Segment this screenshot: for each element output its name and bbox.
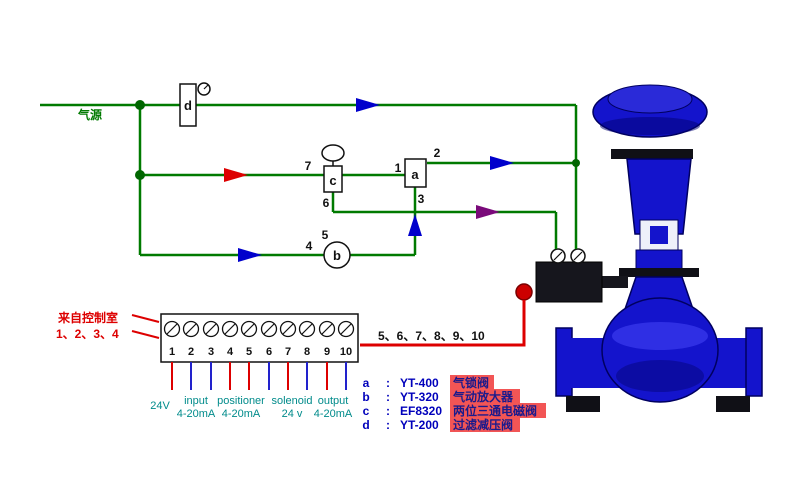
terminal-wire-stubs — [171, 362, 347, 390]
signal-cable-red — [360, 300, 526, 347]
legend-colon: : — [386, 376, 390, 390]
lead-line — [131, 314, 160, 323]
terminal-number: 9 — [324, 346, 330, 358]
terminal-block: 1 2 3 4 5 6 7 8 9 10 — [160, 313, 359, 363]
legend-colon: : — [386, 418, 390, 432]
flow-arrow-up-icon — [408, 214, 422, 236]
from-control-room-label: 来自控制室 1、2、3、4 — [56, 310, 160, 341]
component-b-air-booster: b — [323, 241, 351, 269]
air-piping-lines — [40, 103, 578, 257]
valve-body — [555, 297, 763, 403]
component-a-letter: a — [411, 167, 419, 182]
positioner-box — [515, 261, 628, 303]
pipe-junction-dot — [135, 100, 145, 110]
label-input-range: 4-20mA — [177, 408, 216, 420]
legend-name-d: 过滤减压阀 — [453, 417, 513, 432]
terminal-number: 3 — [208, 346, 214, 358]
label-positioner: positioner — [217, 395, 265, 407]
label-solenoid: solenoid — [272, 395, 313, 407]
legend-letter-b: b — [362, 390, 369, 404]
port-label-1: 1 — [395, 161, 402, 175]
terminal-number: 10 — [340, 346, 352, 358]
terminal-number: 7 — [285, 346, 291, 358]
label-24v: 24V — [150, 400, 170, 412]
legend-model-a: YT-400 — [400, 376, 439, 390]
component-b-letter: b — [333, 248, 341, 263]
cable-wire-numbers: 5、6、7、8、9、10 — [378, 329, 485, 343]
port-label-6: 6 — [323, 196, 330, 210]
legend-colon: : — [386, 390, 390, 404]
legend-highlight — [450, 403, 546, 418]
terminal-number: 2 — [188, 346, 194, 358]
component-a-airlock-valve: a — [404, 158, 427, 188]
flow-arrow-right-icon — [490, 156, 514, 170]
legend-name-b: 气动放大器 — [452, 389, 514, 404]
terminal-group-labels: 24V input 4-20mA positioner 4-20mA solen… — [150, 395, 353, 420]
pressure-gauge-right — [570, 248, 586, 264]
legend-letter-d: d — [362, 418, 369, 432]
label-positioner-range: 4-20mA — [222, 408, 261, 420]
pipe-junction-dot — [572, 159, 580, 167]
terminal-number: 4 — [227, 346, 234, 358]
bonnet-flange-bar — [619, 268, 699, 277]
flow-arrow-right-red-icon — [224, 168, 248, 182]
legend-highlight — [450, 375, 494, 390]
cable-gland-knob — [515, 283, 533, 301]
terminal-number: 6 — [266, 346, 272, 358]
legend-letter-a: a — [363, 376, 370, 390]
lead-line — [131, 330, 160, 339]
component-c-letter: c — [329, 173, 336, 188]
left-flange — [555, 327, 573, 397]
component-d-filter-regulator: d — [179, 82, 211, 127]
flow-arrow-right-purple-icon — [476, 205, 500, 219]
right-flange — [745, 327, 763, 397]
pipe-junction-dot — [135, 170, 145, 180]
actuator-dome — [592, 84, 708, 138]
port-label-5: 5 — [322, 228, 329, 242]
legend-highlight — [450, 417, 520, 432]
terminal-number: 8 — [304, 346, 310, 358]
port-label-4: 4 — [306, 239, 313, 253]
legend-colon: : — [386, 404, 390, 418]
legend-model-c: EF8320 — [400, 404, 442, 418]
valve-foot-right — [716, 396, 750, 412]
terminal-number: 1 — [169, 346, 175, 358]
valve-foot-left — [566, 396, 600, 412]
label-solenoid-voltage: 24 v — [282, 408, 303, 420]
legend: a : YT-400 气锁阀 b : YT-320 气动放大器 c : EF83… — [362, 375, 546, 432]
label-output-range: 4-20mA — [314, 408, 353, 420]
port-label-2: 2 — [434, 146, 441, 160]
port-label-7: 7 — [305, 159, 312, 173]
port-label-3: 3 — [418, 192, 425, 206]
flow-arrow-right-icon — [238, 248, 262, 262]
actuator-flange-bar — [611, 149, 693, 159]
solenoid-coil — [321, 144, 345, 162]
pipe-to-gauge-left — [331, 192, 558, 249]
stem-coupling — [650, 226, 668, 244]
control-room-wire-numbers: 1、2、3、4 — [56, 327, 119, 341]
control-valve — [515, 84, 763, 412]
label-output: output — [318, 395, 349, 407]
component-c-solenoid-valve: c — [321, 144, 345, 193]
label-input: input — [184, 395, 208, 407]
air-source-label: 气源 — [77, 107, 102, 122]
legend-highlight — [450, 389, 520, 404]
terminal-number: 5 — [246, 346, 252, 358]
from-control-room-text: 来自控制室 — [57, 310, 118, 325]
flow-arrow-right-icon — [356, 98, 380, 112]
component-d-letter: d — [184, 98, 192, 113]
legend-letter-c: c — [363, 404, 370, 418]
legend-model-d: YT-200 — [400, 418, 439, 432]
legend-name-a: 气锁阀 — [452, 375, 489, 390]
legend-name-c: 两位三通电磁阀 — [453, 403, 537, 418]
legend-model-b: YT-320 — [400, 390, 439, 404]
valve-yoke — [626, 158, 692, 270]
pressure-gauge-left — [550, 248, 566, 264]
